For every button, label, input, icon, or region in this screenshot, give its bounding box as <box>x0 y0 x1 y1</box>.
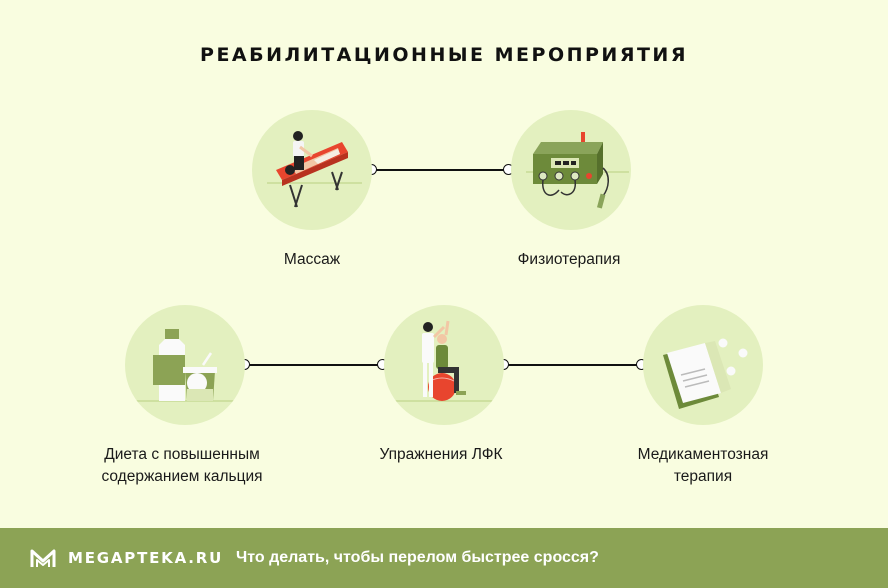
connector-massage-physio <box>376 169 512 171</box>
page-title: РЕАБИЛИТАЦИОННЫЕ МЕРОПРИЯТИЯ <box>200 44 688 66</box>
connector-exercise-medicine <box>508 364 644 366</box>
label-physiotherapy: Физиотерапия <box>517 251 621 268</box>
exercise-ball-icon <box>394 320 500 402</box>
label-diet: Диета с повышенным содержанием кальция <box>72 444 292 488</box>
medicine-box-icon <box>663 338 748 409</box>
label-medicine-line2: терапия <box>673 468 733 485</box>
label-diet-line1: Диета с повышенным <box>104 446 260 463</box>
label-medicine-line1: Медикаментозная <box>637 446 769 463</box>
footer-bar: MEGAPTEKA.RU Что делать, чтобы перелом б… <box>0 528 888 588</box>
label-massage: Массаж <box>283 251 341 268</box>
massage-circle <box>252 110 372 230</box>
label-exercise: Упражнения ЛФК <box>379 446 503 463</box>
massage-table-icon <box>267 131 362 208</box>
physiotherapy-circle <box>511 110 631 230</box>
medicine-circle <box>643 305 763 425</box>
physiotherapy-device-icon <box>526 132 629 209</box>
footer-subtitle: Что делать, чтобы перелом быстрее сросся… <box>236 549 599 566</box>
brand-name[interactable]: MEGAPTEKA.RU <box>68 549 224 567</box>
diet-circle <box>125 305 245 425</box>
dairy-products-icon <box>133 329 243 402</box>
connector-diet-exercise <box>249 364 385 366</box>
label-diet-line2: содержанием кальция <box>101 468 263 485</box>
exercise-circle <box>384 305 504 425</box>
m-logo-icon[interactable] <box>30 547 56 569</box>
label-medicine: Медикаментозная терапия <box>593 444 813 488</box>
